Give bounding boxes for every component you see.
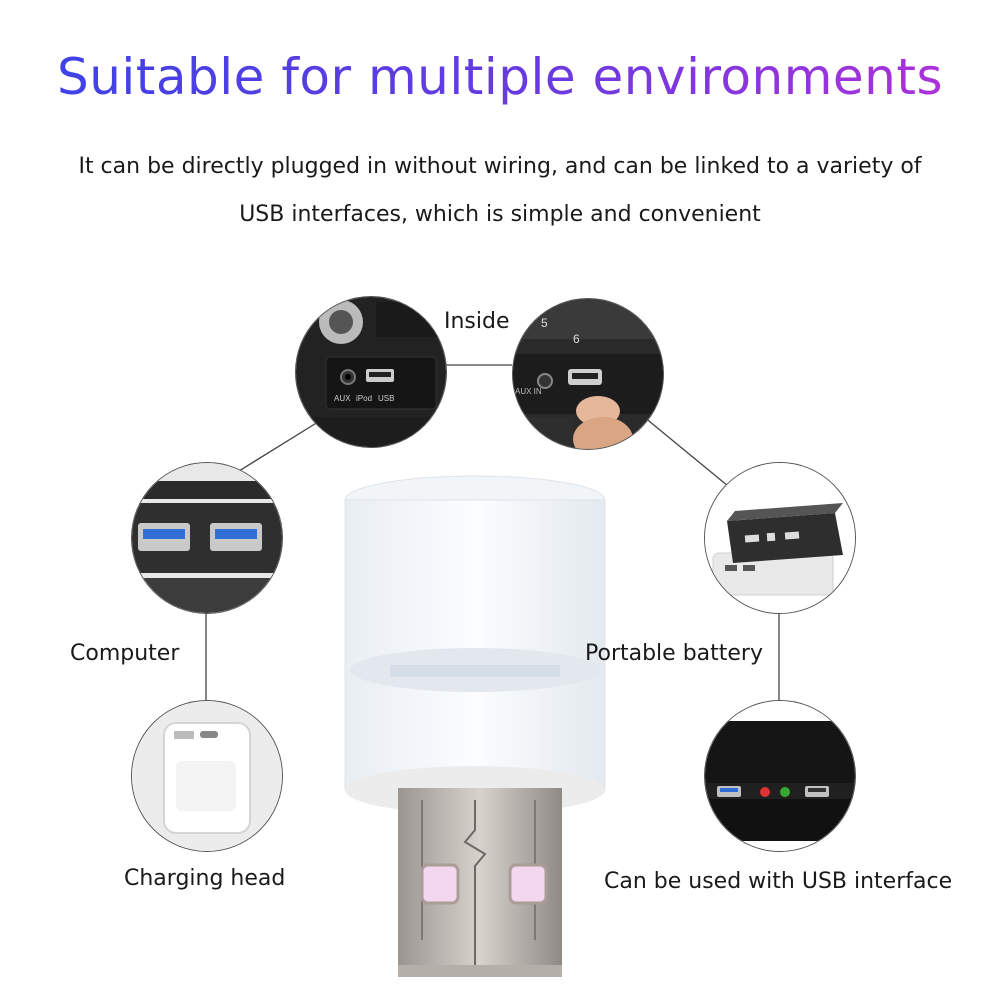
subtitle-line-2: USB interfaces, which is simple and conv…	[239, 202, 761, 227]
aux-in-label: AUX IN	[515, 387, 542, 396]
ipod-label: iPod	[356, 394, 372, 403]
computer-ports-photo	[131, 462, 283, 614]
subtitle-line-1: It can be directly plugged in without wi…	[78, 154, 922, 179]
label-portable-battery: Portable battery	[585, 641, 763, 666]
usb-led-light-product	[344, 475, 606, 977]
connector-line	[637, 411, 729, 487]
label-inside: Inside	[444, 309, 510, 334]
charging-head-photo	[131, 700, 283, 852]
usb-label: USB	[378, 394, 394, 403]
label-computer: Computer	[70, 641, 180, 666]
pc-front-panel-photo	[704, 700, 856, 852]
car-usb-photo: 5 6 AUX IN	[512, 298, 664, 450]
button-6-label: 6	[573, 332, 580, 346]
car-panel-photo: AUX iPod USB	[295, 296, 447, 448]
headline: Suitable for multiple environments	[0, 48, 1000, 106]
power-bank-photo	[704, 462, 856, 614]
button-5-label: 5	[541, 316, 548, 330]
label-charging-head: Charging head	[124, 866, 286, 891]
aux-label: AUX	[334, 394, 351, 403]
label-usb-interface: Can be used with USB interface	[604, 869, 953, 894]
cap-transparent-body	[344, 475, 606, 814]
usb-plug-metal	[398, 788, 562, 977]
